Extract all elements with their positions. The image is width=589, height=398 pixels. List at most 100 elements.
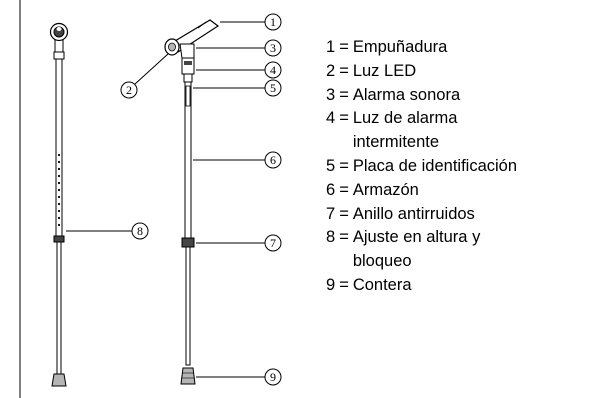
legend-item-4: 4= Luz de alarma intermitente (326, 107, 517, 155)
side-crutch-tip (51, 373, 67, 387)
legend-equals: = (339, 109, 349, 128)
front-crutch-id-plate (185, 85, 191, 107)
legend-equals: = (339, 38, 349, 56)
legend-number: 1 (326, 38, 336, 56)
adjustment-hole (57, 181, 61, 185)
callout-5: 5 (193, 79, 282, 97)
parts-legend: 1= Empuñadura 2= Luz LED 3= Alarma sonor… (326, 36, 517, 298)
adjustment-hole (57, 195, 61, 199)
crutch-side-view (51, 39, 67, 387)
handle-top-highlight (56, 27, 62, 31)
callout-7-circle (264, 234, 282, 252)
callout-2-number: 2 (126, 83, 132, 97)
legend-label-continued: intermitente (352, 133, 440, 152)
legend-item-7: 7= Anillo antirruidos (326, 203, 517, 227)
adjustment-hole (57, 209, 61, 213)
callout-1-number: 1 (270, 15, 276, 29)
legend-equals: = (339, 275, 349, 294)
callout-6: 6 (193, 151, 282, 169)
side-crutch-shaft (55, 58, 63, 237)
front-crutch-grip-tip (197, 21, 207, 29)
callout-2: 2 (120, 53, 169, 99)
front-crutch-noise-ring (181, 237, 195, 248)
legend-number: 4 (326, 109, 336, 128)
callout-9-number: 9 (270, 370, 276, 384)
legend-label: Ajuste en altura y (352, 228, 481, 247)
legend-item-1: 1= Empuñadura (326, 36, 517, 60)
legend-item-9: 9= Contera (326, 274, 517, 298)
front-crutch-lower-tube (185, 246, 191, 366)
callout-3-number: 3 (270, 41, 276, 55)
callout-4: 4 (196, 61, 282, 79)
callout-6-circle (264, 151, 282, 169)
front-crutch-alarm-housing (179, 43, 195, 59)
legend-item-2: 2= Luz LED (326, 60, 517, 84)
adjustment-hole (57, 160, 61, 164)
legend-number: 3 (326, 85, 336, 104)
callout-3-circle (264, 39, 282, 57)
crutch-front-view (164, 19, 220, 385)
front-crutch-collar (181, 57, 195, 75)
callout-7-number: 7 (270, 236, 276, 250)
callout-4-circle (264, 61, 282, 79)
legend-label: Contera (352, 275, 412, 294)
side-crutch-neck (53, 51, 65, 60)
adjustment-hole (57, 167, 61, 171)
legend-label: Armazón (352, 180, 419, 199)
adjustment-hole (57, 188, 61, 192)
callout-9-circle (264, 368, 282, 386)
legend-equals: = (339, 85, 349, 104)
legend-equals: = (339, 180, 349, 199)
callout-5-circle (264, 79, 282, 97)
legend-label: Luz de alarma (352, 109, 458, 128)
legend-number: 8 (326, 228, 336, 247)
side-crutch-holes (57, 153, 61, 227)
callout-2-leader (134, 53, 169, 85)
callout-3: 3 (196, 39, 282, 57)
legend-number: 7 (326, 204, 336, 223)
legend-equals: = (339, 228, 349, 247)
legend-number: 5 (326, 156, 336, 175)
legend-item-8: 8= Ajuste en altura y bloqueo (326, 226, 517, 274)
adjustment-hole (57, 202, 61, 206)
callout-5-number: 5 (270, 81, 276, 95)
legend-label: Placa de identificación (352, 156, 518, 175)
adjustment-hole (57, 216, 61, 220)
legend-equals: = (339, 61, 349, 80)
adjustment-hole (57, 174, 61, 178)
side-crutch-collar (54, 39, 64, 53)
callout-1: 1 (220, 13, 282, 31)
legend-item-5: 5= Placa de identificación (326, 155, 517, 179)
legend-label: Luz LED (352, 61, 417, 80)
side-crutch-lower-tube (56, 241, 62, 375)
adjustment-hole (57, 223, 61, 227)
legend-number: 6 (326, 180, 336, 199)
front-crutch-tip (180, 367, 196, 385)
front-crutch-neck (183, 73, 193, 83)
front-crutch-led-lens (168, 42, 176, 52)
legend-label: Empuñadura (352, 38, 448, 56)
legend-equals: = (339, 156, 349, 175)
legend-equals: = (339, 204, 349, 223)
callout-8: 8 (66, 222, 149, 240)
callout-8-number: 8 (137, 224, 143, 238)
legend-item-6: 6= Armazón (326, 179, 517, 203)
side-crutch-lock-ring (53, 235, 65, 243)
callout-2-circle (120, 81, 138, 99)
front-crutch-flash-light (184, 61, 192, 65)
adjustment-hole (57, 153, 61, 157)
handle-top-icon (49, 22, 69, 42)
legend-number: 2 (326, 61, 336, 80)
legend-label-continued: bloqueo (352, 252, 412, 271)
callout-6-number: 6 (270, 153, 276, 167)
callout-8-circle (131, 222, 149, 240)
legend-label: Anillo antirruidos (352, 204, 475, 223)
callout-1-circle (264, 13, 282, 31)
callout-7: 7 (196, 234, 282, 252)
legend-label: Alarma sonora (352, 85, 461, 104)
legend-item-3: 3= Alarma sonora (326, 84, 517, 108)
legend-number: 9 (326, 275, 336, 294)
callout-4-number: 4 (270, 63, 276, 77)
